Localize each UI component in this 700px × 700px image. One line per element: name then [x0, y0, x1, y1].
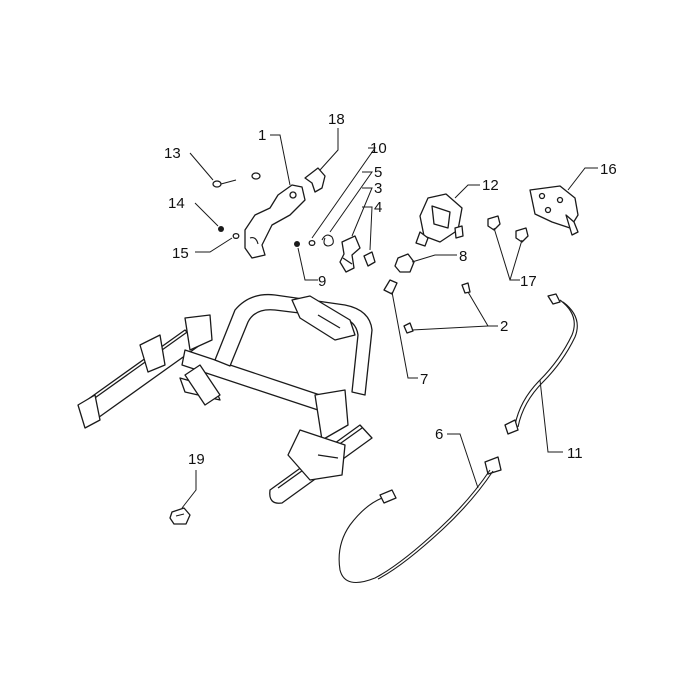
part-15-washer: [232, 232, 240, 240]
part-8-bushing: [394, 253, 415, 273]
callouts: 1 2 3 4 5 6 7 8 9 10 11 12 13 14 15 16 1…: [164, 111, 617, 468]
callout-4: 4: [374, 199, 382, 216]
part-14-nut: [218, 226, 224, 232]
part-7-pin: [383, 279, 398, 295]
callout-16: 16: [600, 161, 617, 178]
callout-8: 8: [459, 248, 467, 265]
leader-lines: [181, 128, 598, 509]
seat-frame: [77, 293, 373, 504]
part-12-latch: [415, 193, 464, 247]
callout-11: 11: [567, 445, 583, 462]
part-10-washer: [308, 239, 316, 247]
callout-1: 1: [258, 127, 266, 144]
callout-2: 2: [500, 318, 508, 335]
callout-14: 14: [168, 195, 185, 212]
part-6-cable: [338, 456, 502, 584]
callout-18: 18: [328, 111, 345, 128]
callout-12: 12: [482, 177, 499, 194]
callout-9: 9: [318, 273, 326, 290]
callout-7: 7: [420, 371, 428, 388]
part-17-screws: [487, 215, 529, 243]
callout-5: 5: [374, 164, 382, 181]
callout-17: 17: [520, 273, 537, 290]
part-2-screws: [403, 282, 471, 334]
part-3-lever: [339, 235, 361, 273]
callout-19: 19: [188, 451, 205, 468]
callout-6: 6: [435, 426, 443, 443]
part-4-pin: [363, 251, 376, 267]
part-5-spring: [321, 234, 334, 247]
part-13-screws: [212, 172, 261, 188]
callout-13: 13: [164, 145, 181, 162]
callout-15: 15: [172, 245, 189, 262]
part-1-bracket: [244, 184, 306, 259]
part-11-cable: [504, 293, 578, 435]
part-16-striker-plate: [529, 185, 579, 236]
part-9-nut: [294, 241, 300, 247]
callout-10: 10: [370, 140, 387, 157]
part-18-clip: [304, 167, 326, 193]
callout-3: 3: [374, 180, 382, 197]
part-19-grommet: [169, 507, 191, 525]
